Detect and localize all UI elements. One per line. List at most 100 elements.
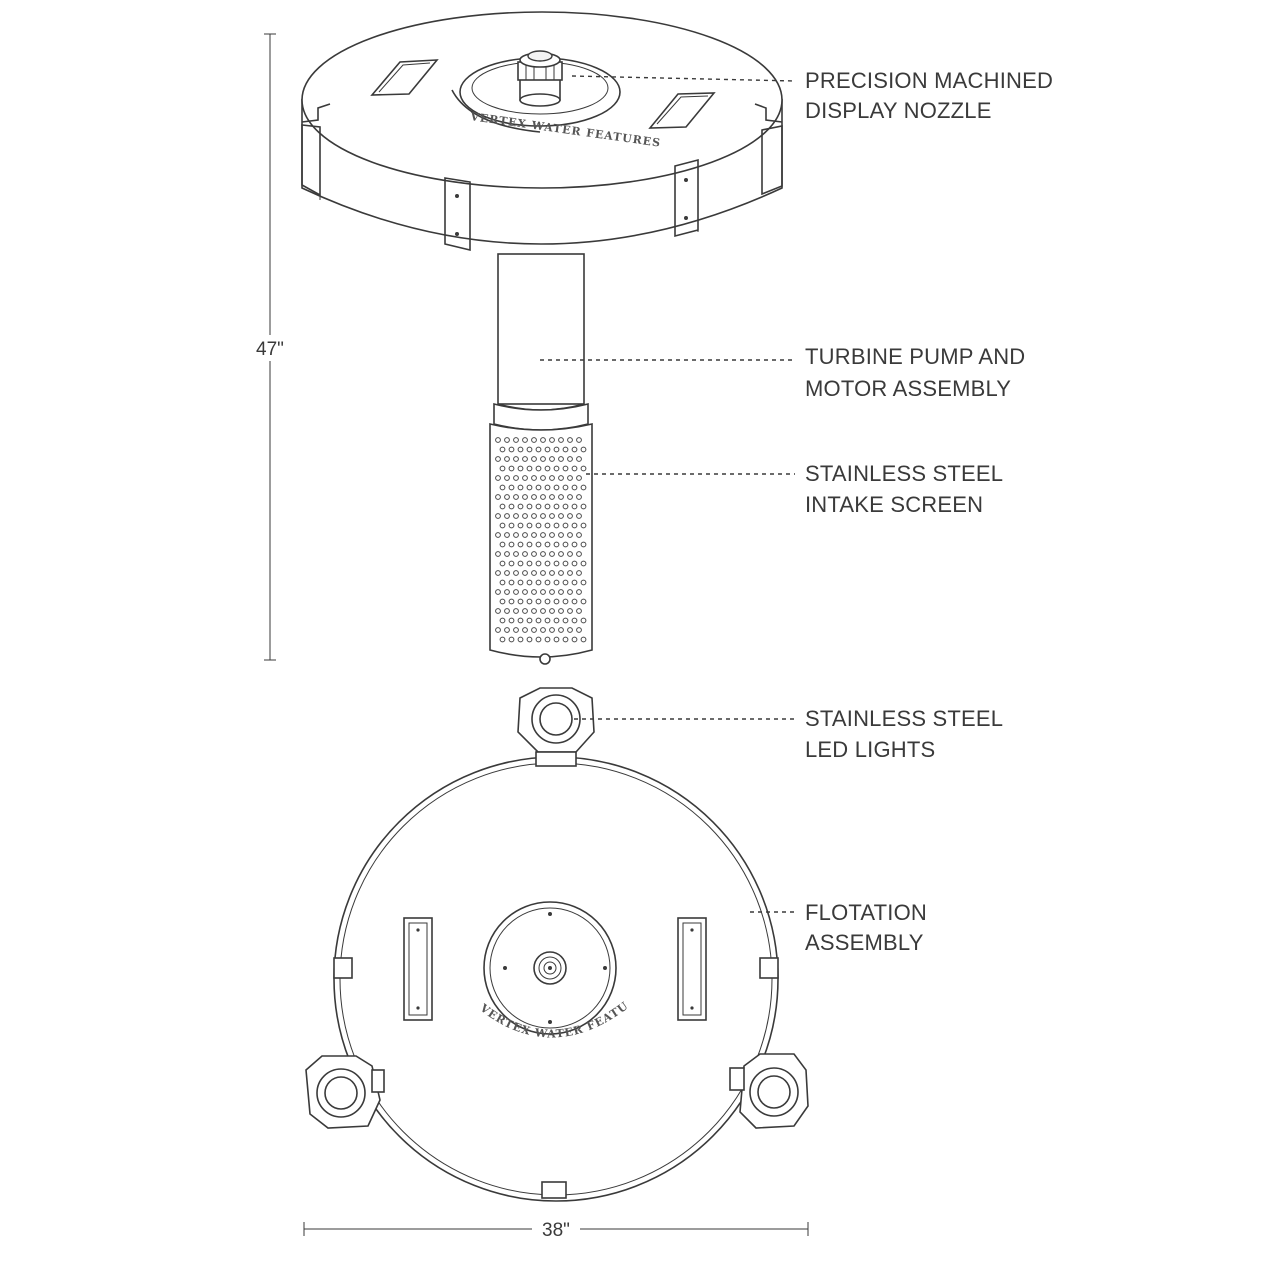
screen-hole <box>549 570 555 576</box>
top-slot-left-inner <box>378 62 431 93</box>
screen-hole <box>580 465 587 472</box>
screen-hole <box>567 532 573 538</box>
screen-hole <box>576 475 582 481</box>
screen-hole <box>526 541 533 548</box>
screen-hole <box>562 636 569 643</box>
screen-hole <box>499 579 506 586</box>
screen-hole <box>508 636 515 643</box>
screen-hole <box>544 541 551 548</box>
screen-hole <box>508 465 515 472</box>
screen-hole <box>526 446 533 453</box>
screen-hole <box>535 541 542 548</box>
screen-hole <box>508 579 515 586</box>
screen-hole <box>517 617 524 624</box>
screen-hole <box>567 608 573 614</box>
callout-flotation-line-1: FLOTATION <box>805 900 927 925</box>
slot-right-screw-bottom <box>690 1006 694 1010</box>
screen-hole <box>517 560 524 567</box>
screen-hole <box>562 560 569 567</box>
width-dimension: 38" <box>303 1216 809 1242</box>
screen-hole <box>540 513 546 519</box>
screen-hole <box>544 636 551 643</box>
screen-hole <box>544 617 551 624</box>
screen-hole <box>513 551 519 557</box>
display-nozzle <box>517 50 563 107</box>
screen-hole <box>508 598 515 605</box>
led-light-top-lens <box>539 702 573 736</box>
screen-hole <box>508 522 515 529</box>
screen-hole <box>517 446 524 453</box>
basin-screw-bottom <box>548 1020 552 1024</box>
width-label-bg <box>532 1216 580 1242</box>
screen-hole <box>508 617 515 624</box>
led-light-right <box>729 1053 809 1129</box>
screen-hole <box>540 437 546 443</box>
screen-hole <box>558 551 564 557</box>
top-nozzle-middle <box>538 956 562 980</box>
rim-bracket-left-screw-top <box>455 194 459 198</box>
screen-hole <box>517 636 524 643</box>
screen-hole <box>522 475 528 481</box>
screen-hole <box>531 494 537 500</box>
screen-hole <box>526 579 533 586</box>
screen-hole <box>495 608 501 614</box>
screen-hole <box>558 570 564 576</box>
height-dimension: 47" <box>250 33 290 661</box>
screen-hole <box>580 541 587 548</box>
screen-hole <box>499 484 506 491</box>
screen-hole <box>495 589 501 595</box>
edge-notch-bottom <box>541 1181 567 1199</box>
led-light-left <box>305 1055 385 1129</box>
led-light-right-mount <box>729 1067 745 1091</box>
screen-hole <box>517 465 524 472</box>
screen-hole <box>504 513 510 519</box>
pump-tube-body <box>497 253 585 405</box>
screen-hole <box>495 627 501 633</box>
screen-hole <box>495 494 501 500</box>
screen-hole <box>499 465 506 472</box>
screen-hole <box>495 456 501 462</box>
screen-hole <box>558 532 564 538</box>
screen-hole <box>495 570 501 576</box>
screen-hole <box>567 570 573 576</box>
pump-motor-tube <box>493 253 589 431</box>
screen-hole <box>499 617 506 624</box>
screen-hole <box>522 570 528 576</box>
screen-hole <box>531 437 537 443</box>
screen-hole <box>553 446 560 453</box>
screen-hole <box>571 579 578 586</box>
screen-hole <box>580 503 587 510</box>
screen-hole <box>562 484 569 491</box>
screen-hole <box>508 560 515 567</box>
screen-hole <box>535 579 542 586</box>
screen-hole <box>540 608 546 614</box>
top-slot-left <box>370 59 439 96</box>
intake-screen-body <box>489 422 593 658</box>
screen-hole <box>504 475 510 481</box>
screen-hole <box>571 617 578 624</box>
screen-hole <box>531 627 537 633</box>
led-light-left-mount <box>371 1069 385 1093</box>
screen-hole <box>508 503 515 510</box>
rim-bracket-right-screw-top <box>684 178 688 182</box>
screen-hole <box>499 503 506 510</box>
screen-hole <box>558 437 564 443</box>
screen-hole <box>553 560 560 567</box>
screen-hole <box>571 598 578 605</box>
screen-hole <box>562 465 569 472</box>
screen-hole <box>544 446 551 453</box>
screen-hole <box>580 522 587 529</box>
screen-hole <box>526 617 533 624</box>
screen-hole <box>526 598 533 605</box>
screen-hole <box>558 627 564 633</box>
screen-hole <box>513 608 519 614</box>
screen-hole <box>549 589 555 595</box>
screen-hole <box>558 475 564 481</box>
top-basin-inner <box>489 907 611 1029</box>
screen-hole <box>540 589 546 595</box>
screen-hole <box>544 465 551 472</box>
screen-hole <box>549 456 555 462</box>
screen-hole <box>504 532 510 538</box>
screen-hole <box>549 551 555 557</box>
